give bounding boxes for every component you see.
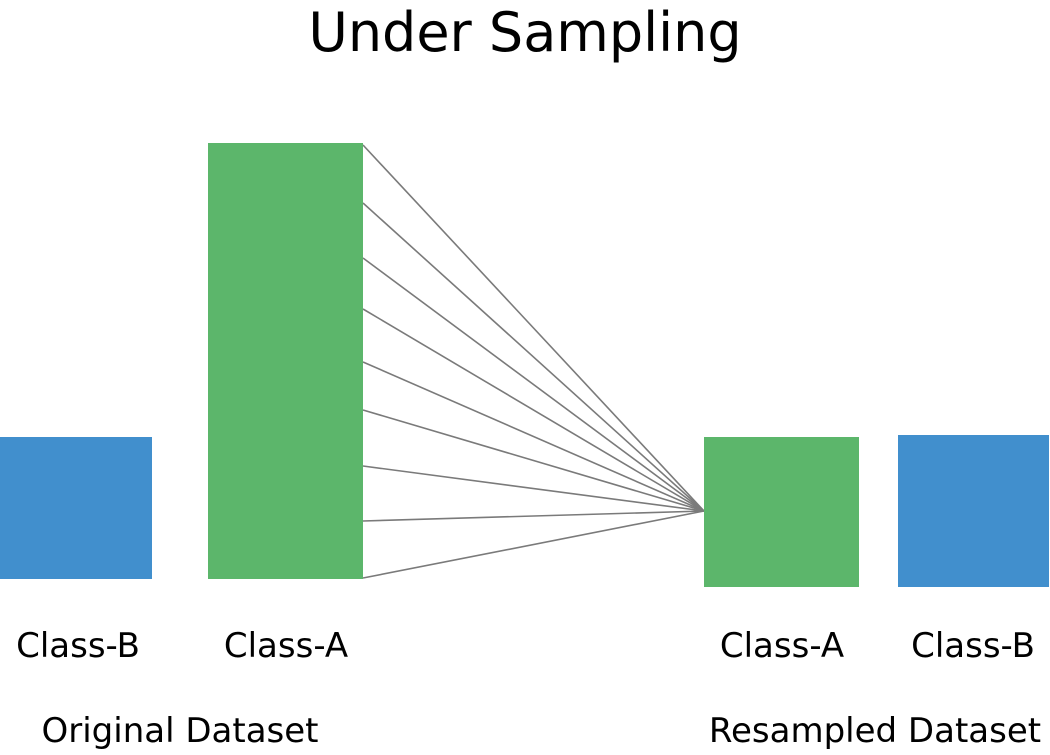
connector-line-6 <box>362 409 705 512</box>
connector-line-2 <box>362 202 705 512</box>
connector-line-1 <box>362 144 705 512</box>
diagram-title: Under Sampling <box>308 1 742 64</box>
original-class-a-label: Class-A <box>223 626 349 666</box>
resampled-class-a-block <box>704 437 859 587</box>
connector-lines <box>362 144 705 579</box>
original-class-b-label: Class-B <box>16 626 140 666</box>
connector-line-9 <box>362 510 705 579</box>
original-class-a-block <box>208 143 363 579</box>
resampled-class-b-label: Class-B <box>911 626 1035 666</box>
resampled-dataset-label: Resampled Dataset <box>708 711 1042 751</box>
original-dataset-label: Original Dataset <box>41 711 319 751</box>
resampled-class-b-block <box>898 435 1049 587</box>
connector-line-7 <box>362 465 705 512</box>
resampled-class-a-label: Class-A <box>719 626 845 666</box>
connector-line-4 <box>362 308 705 512</box>
connector-line-3 <box>362 257 705 512</box>
connector-line-5 <box>362 361 705 512</box>
original-class-b-block <box>0 437 152 579</box>
connector-line-8 <box>362 510 705 522</box>
